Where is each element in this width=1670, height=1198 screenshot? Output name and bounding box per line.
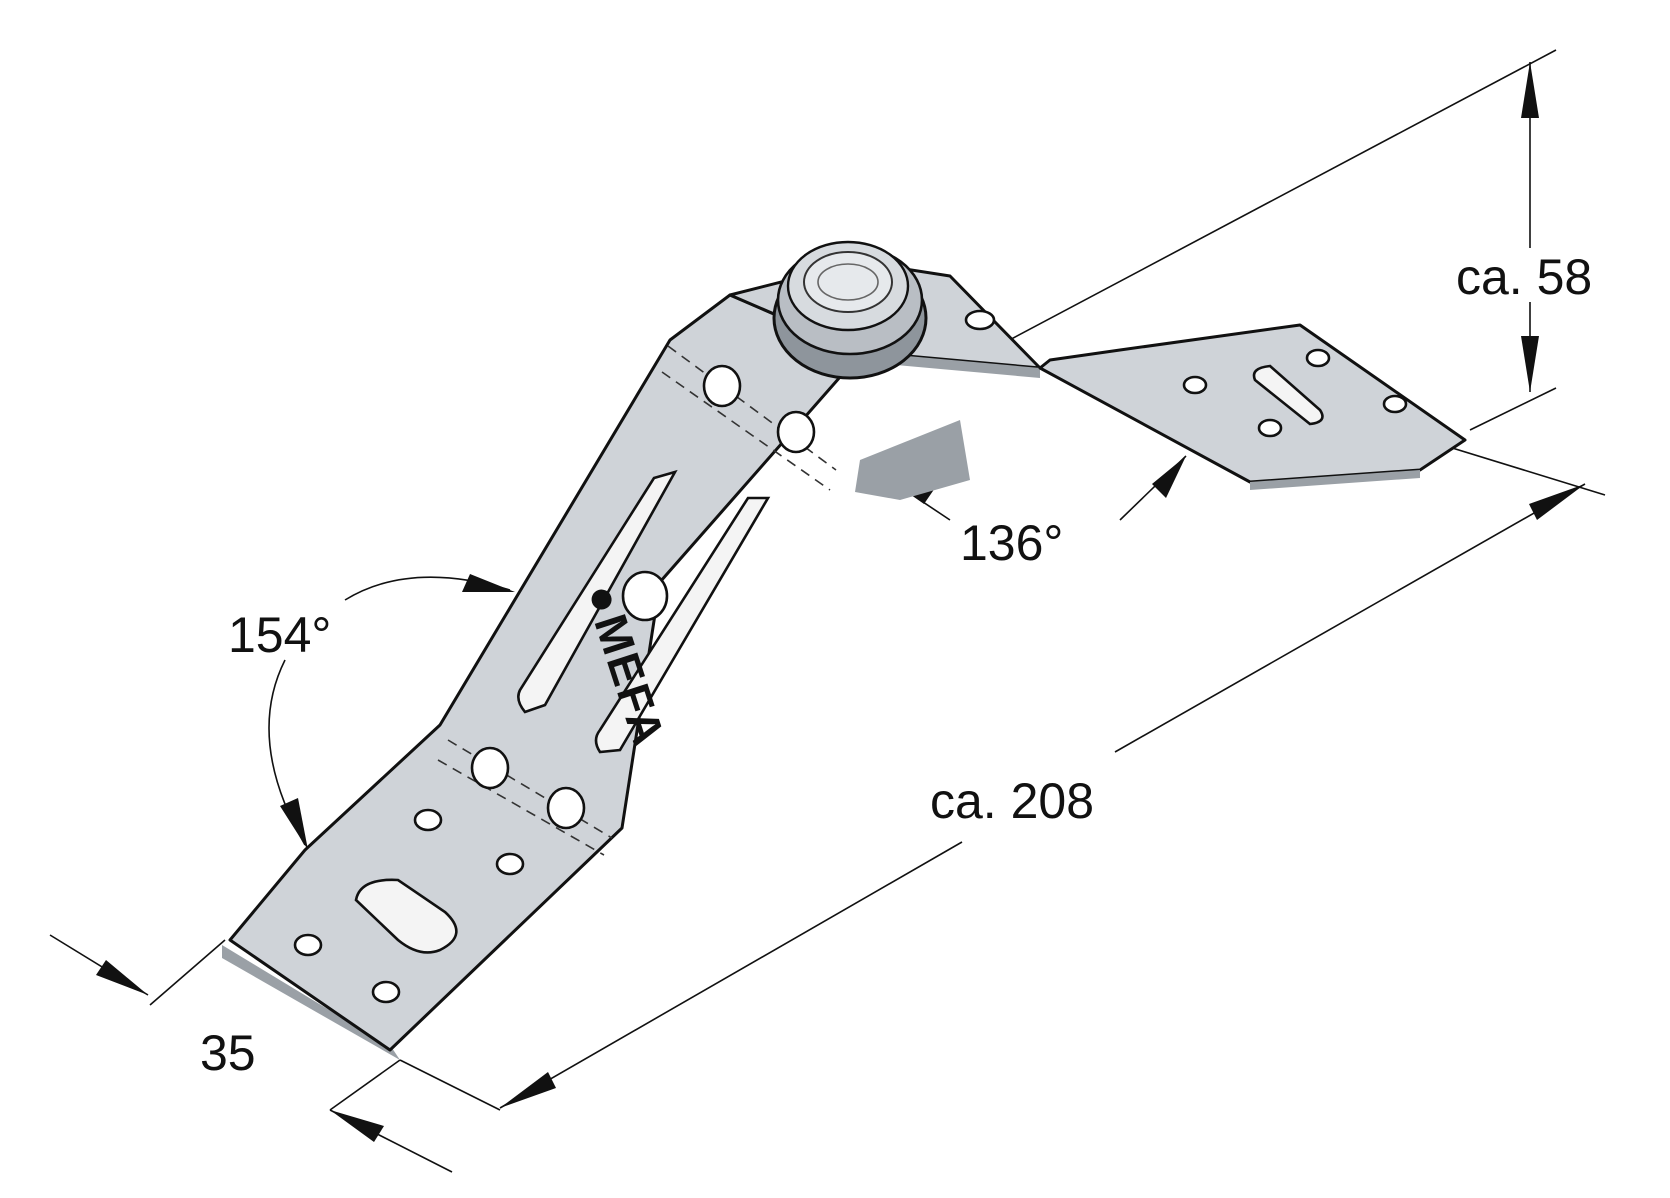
width-label: 35 bbox=[200, 1025, 256, 1081]
angle-154-label: 154° bbox=[228, 607, 331, 663]
height-label: ca. 58 bbox=[1456, 249, 1592, 305]
angle-136-label: 136° bbox=[960, 515, 1063, 571]
angle-154-arc bbox=[268, 574, 515, 850]
length-dimension-line bbox=[499, 483, 1586, 1109]
width-dimension-line bbox=[49, 934, 453, 1173]
height-dimension-line bbox=[1521, 62, 1539, 392]
length-label: ca. 208 bbox=[930, 773, 1094, 829]
threaded-stud bbox=[772, 240, 928, 380]
